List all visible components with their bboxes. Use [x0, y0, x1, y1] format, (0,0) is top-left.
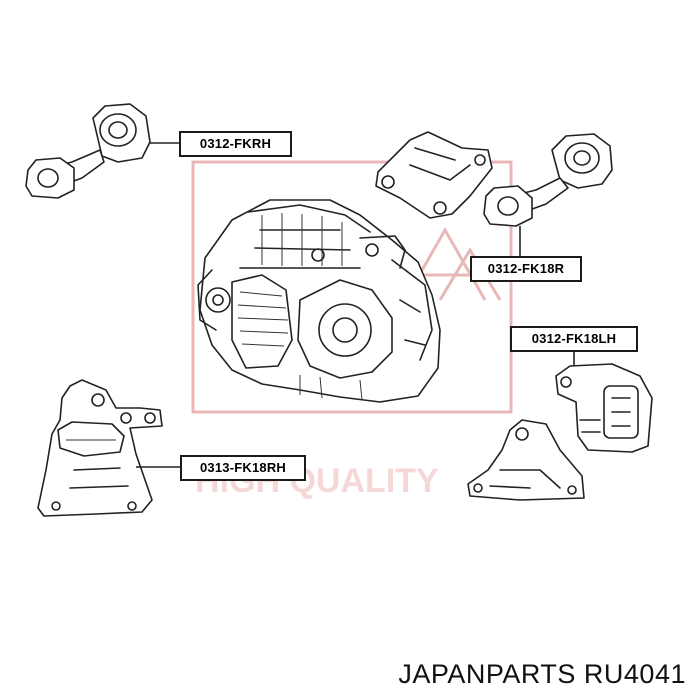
bracket-top: [375, 131, 493, 219]
torque-rod-fk18r: [483, 133, 613, 227]
torque-rod-fkrh: [25, 103, 151, 199]
mount-fk18lh: [555, 363, 653, 453]
callout-0313-fk18rh: 0313-FK18RH: [180, 455, 306, 481]
callout-0312-fk18r: 0312-FK18R: [470, 256, 582, 282]
engine-assembly: [197, 199, 441, 403]
mount-fk18rh: [37, 379, 163, 517]
callout-0312-fkrh: 0312-FKRH: [179, 131, 292, 157]
callout-0312-fk18lh: 0312-FK18LH: [510, 326, 638, 352]
part-number-caption: JAPANPARTS RU4041: [398, 659, 686, 689]
bracket-lower-right: [467, 419, 585, 501]
